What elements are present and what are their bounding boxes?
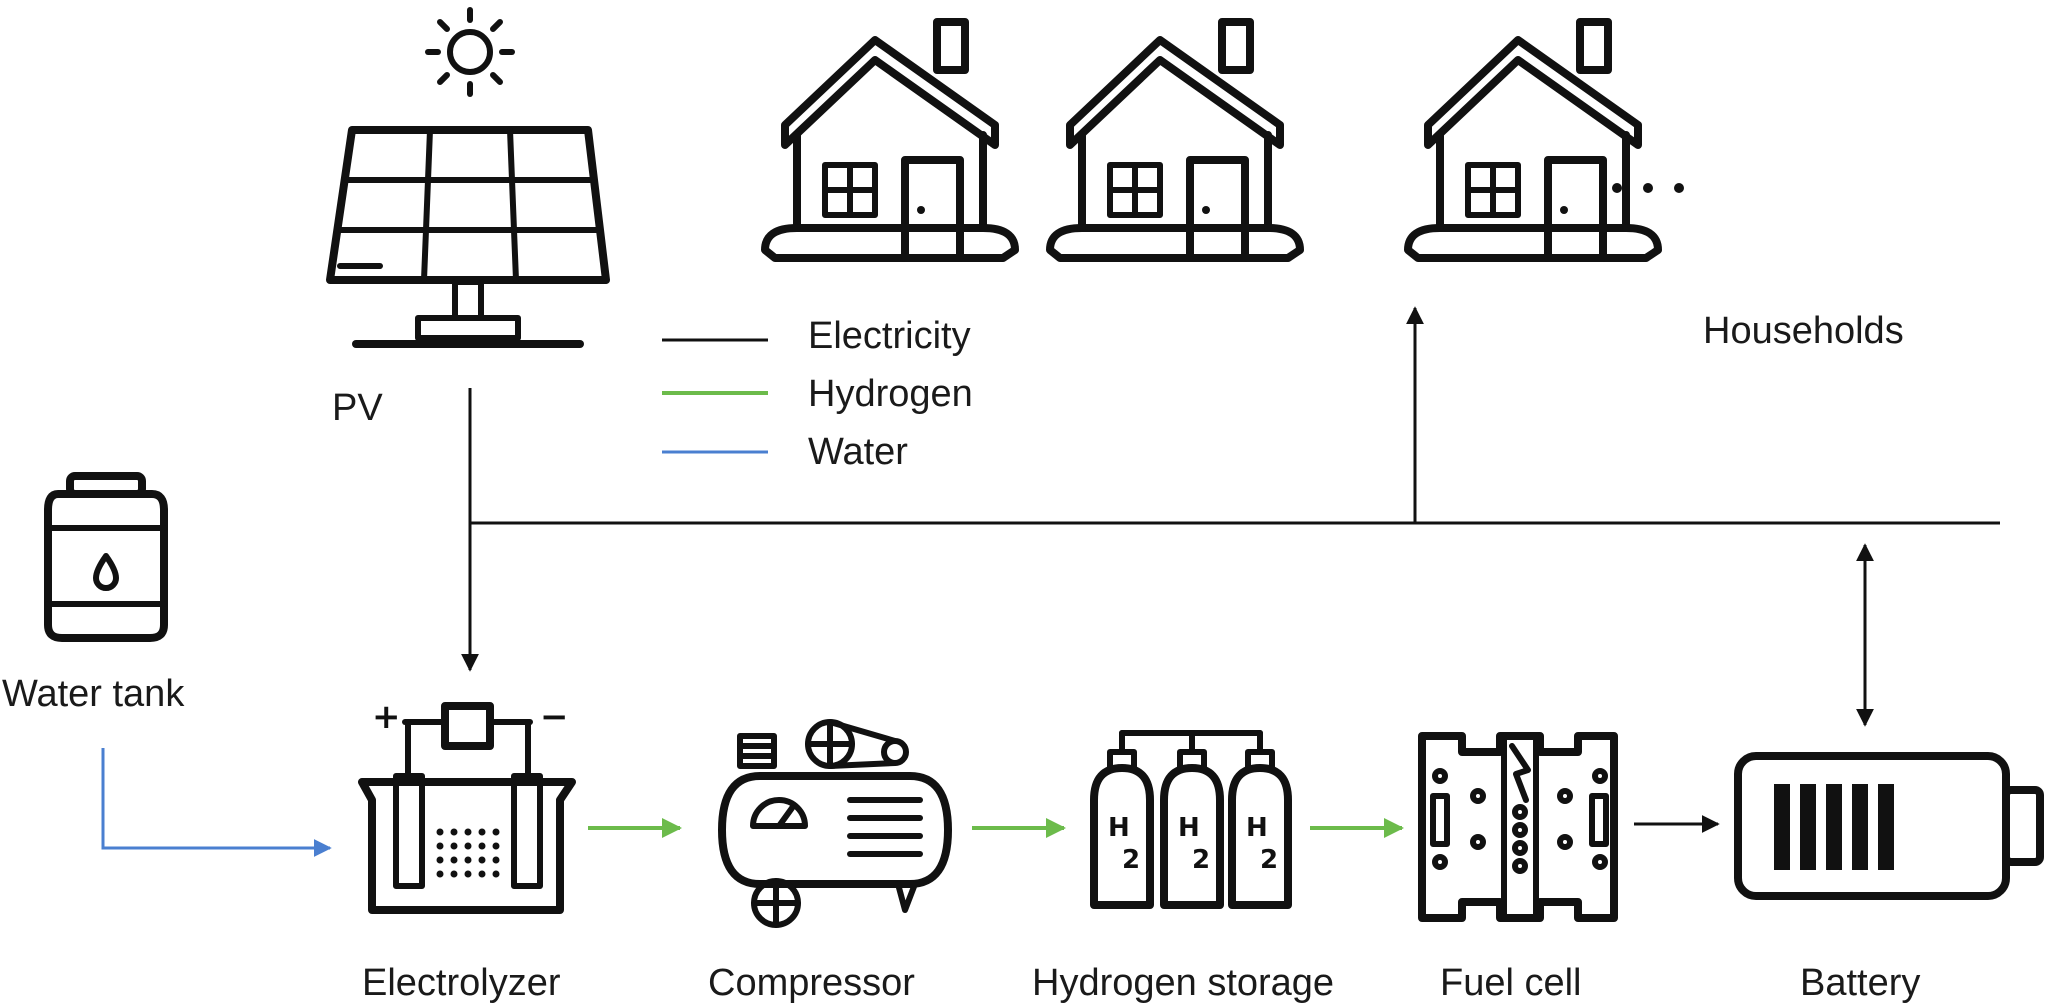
battery-icon: [1734, 752, 2044, 900]
ellipsis-icon: [1612, 183, 1684, 193]
pv-label: PV: [332, 387, 383, 429]
electrolyzer-icon: + −: [358, 697, 576, 914]
sun-icon: [425, 7, 515, 97]
plus-terminal: +: [372, 697, 401, 737]
h2-symbol: H: [1108, 813, 1130, 843]
water-tank-icon: [44, 472, 168, 642]
electrolyzer-label: Electrolyzer: [362, 962, 561, 1004]
legend-electricity-label: Electricity: [808, 315, 971, 357]
h2-symbol: H: [1178, 813, 1200, 843]
solar-panel-icon: [326, 126, 610, 348]
battery-label: Battery: [1800, 962, 1920, 1004]
electricity-bus: [461, 306, 2000, 727]
legend-water-label: Water: [808, 431, 908, 473]
h2-subscript: 2: [1260, 845, 1278, 875]
hydrogen-storage-label: Hydrogen storage: [1032, 962, 1334, 1004]
legend-hydrogen-label: Hydrogen: [808, 373, 973, 415]
hydrogen-storage-icon: H 2 H 2 H 2: [1090, 730, 1292, 909]
water-to-electrolyzer-arrow: [101, 748, 332, 857]
water-tank-label: Water tank: [2, 673, 185, 715]
house-icon: [761, 18, 1019, 262]
compressor-label: Compressor: [708, 962, 915, 1004]
minus-terminal: −: [540, 697, 569, 737]
h2-subscript: 2: [1122, 845, 1140, 875]
compressor-icon: [718, 719, 952, 928]
legend: Electricity Hydrogen Water: [662, 315, 973, 473]
house-icon: [1046, 18, 1304, 262]
house-icon: [1404, 18, 1662, 262]
households-label: Households: [1703, 310, 1904, 352]
h2-symbol: H: [1246, 813, 1268, 843]
fuel-cell-label: Fuel cell: [1440, 962, 1582, 1004]
h2-subscript: 2: [1192, 845, 1210, 875]
fuel-cell-icon: [1418, 732, 1618, 922]
